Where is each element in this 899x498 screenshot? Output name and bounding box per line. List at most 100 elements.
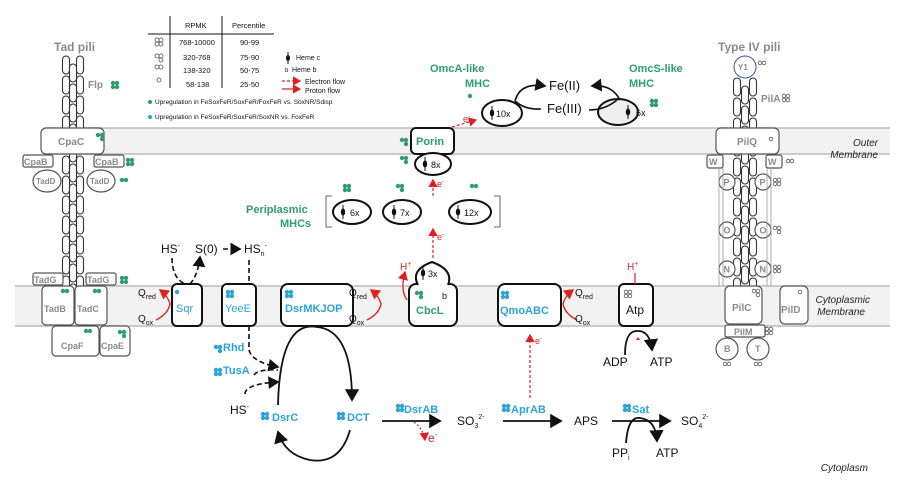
electron-label-3: e: [437, 232, 442, 242]
legend-percentile-1: 75-90: [240, 53, 259, 62]
svg-text:e-: e-: [535, 336, 542, 346]
atp-h-sup: +: [634, 261, 638, 268]
omcS-hemes: 6x: [636, 108, 646, 118]
abundance-3-icon: [117, 329, 127, 339]
tadD-left-label: TadD: [36, 177, 56, 186]
w-left-label: W: [709, 157, 718, 167]
pilin-subunit: [61, 55, 71, 75]
abundance-3-icon: [213, 344, 223, 354]
pilin-subunit: [68, 263, 78, 283]
abundance-1-icon: [797, 289, 803, 295]
pilin-subunit: [740, 245, 750, 265]
abundance-2-icon: [60, 288, 70, 294]
pilD-label: PilD: [781, 305, 800, 316]
pilin-subunit: [61, 255, 71, 275]
pilin-subunit: [68, 163, 78, 183]
legend-header-rpmk: RPMK: [185, 21, 207, 30]
atp-synthase-product: ATP: [650, 355, 672, 369]
pilin-subunit: [732, 237, 742, 257]
tad-pili: Tad pili Flp CpaC CpaB CpaB TadD TadD Ta…: [22, 40, 131, 357]
tadG-left-label: TadG: [34, 275, 56, 285]
fe2-label: Fe(II): [549, 78, 580, 93]
abundance-4-icon: [500, 290, 510, 300]
abundance-1-icon: [467, 93, 473, 99]
legend-heme-b: Heme b: [292, 67, 317, 74]
porin-hemes: 8x: [431, 160, 441, 170]
legend-rpmk-3: 58-138: [186, 80, 209, 89]
svg-text:e-: e-: [437, 179, 444, 189]
heme-b-icon: b: [285, 68, 289, 74]
cbcL-label: CbcL: [416, 305, 444, 317]
abundance-3-icon: [395, 183, 405, 193]
pilin-subunit: [68, 83, 78, 103]
cpaB-right-label: CpaB: [95, 157, 119, 167]
one-circle-icon: [156, 77, 162, 83]
omcA-label-1: OmcA-like: [430, 63, 484, 75]
pilin-subunit: [740, 85, 750, 105]
abundance-4-icon: [342, 183, 352, 193]
legend-header-percentile: Percentile: [232, 21, 265, 30]
pilin-subunit: [68, 63, 78, 83]
abundance-2-icon: [119, 177, 129, 183]
pilQ-label: PilQ: [737, 137, 757, 148]
pilin-subunit: [740, 265, 750, 285]
omcS-label-2: MHC: [629, 78, 654, 90]
abundance-4-icon: [336, 411, 346, 421]
pilin-subunit: [732, 97, 742, 117]
pilin-subunit: [732, 77, 742, 97]
ring-p-label: P: [724, 178, 730, 188]
aps-label: APS: [574, 414, 598, 428]
electron-sup: -: [468, 114, 470, 120]
four-circles-icon: [154, 37, 164, 47]
abundance-4-icon: [125, 157, 135, 167]
cpaF-label: CpaF: [61, 341, 84, 351]
qmo-electron-sup: -: [540, 336, 542, 342]
pilin-subunit: [740, 185, 750, 205]
dsrAB-electron-sup: -: [435, 432, 438, 439]
abundance-2-icon: [92, 288, 102, 294]
peri-mhc-3-hemes: 12x: [464, 208, 479, 218]
ring-p-label: P: [760, 178, 766, 188]
cytoplasm-label: Cytoplasm: [821, 463, 868, 474]
adp-label: ADP: [603, 355, 628, 369]
abundance-1-icon: [174, 289, 180, 295]
so3-label: SO: [457, 414, 474, 428]
electron-label-2: e: [437, 179, 442, 189]
aprAB-label: AprAB: [511, 404, 546, 416]
abundance-2-icon: [785, 158, 795, 164]
hs-sup: -: [178, 243, 181, 250]
tadB-label: TadB: [44, 304, 66, 314]
sqr-label: Sqr: [176, 303, 193, 315]
pilin-subunit: [68, 223, 78, 243]
pilin-subunit: [75, 255, 85, 275]
legend-percentile-3: 25-50: [240, 80, 259, 89]
pilin-subunit: [740, 225, 750, 245]
pilin-subunit: [61, 195, 71, 215]
cpaC-label: CpaC: [58, 137, 84, 148]
blue-dot-icon: [148, 115, 152, 119]
yeeE-label: YeeE: [225, 303, 251, 315]
abundance-2-icon: [722, 361, 732, 367]
pilM-label: PilM: [734, 327, 753, 337]
so4-sub: 4: [698, 423, 702, 430]
hs-cyto-label: HS: [230, 403, 247, 417]
abundance-3-icon: [414, 290, 424, 300]
green-dot-icon: [148, 100, 152, 104]
tusA-label: TusA: [223, 365, 250, 377]
pilin-subunit: [732, 157, 742, 177]
electron-label: e: [463, 114, 468, 124]
pilin-subunit: [68, 203, 78, 223]
atp-synthase-label: Atp: [626, 303, 644, 317]
cbcL-hemes: 3x: [428, 269, 438, 279]
abundance-4-icon: [260, 411, 270, 421]
y1-label: Y1: [738, 63, 748, 72]
hsn-label: HS: [244, 242, 261, 256]
rhd-label: Rhd: [223, 342, 244, 354]
pilin-subunit: [748, 157, 758, 177]
three-circles-icon: [154, 53, 164, 63]
abundance-1-icon: [768, 136, 774, 142]
pilin-subunit: [61, 95, 71, 115]
heme-c-icon: [286, 52, 290, 64]
svg-text:HS-: HS-: [230, 403, 250, 417]
abundance-4-icon: [284, 289, 294, 299]
